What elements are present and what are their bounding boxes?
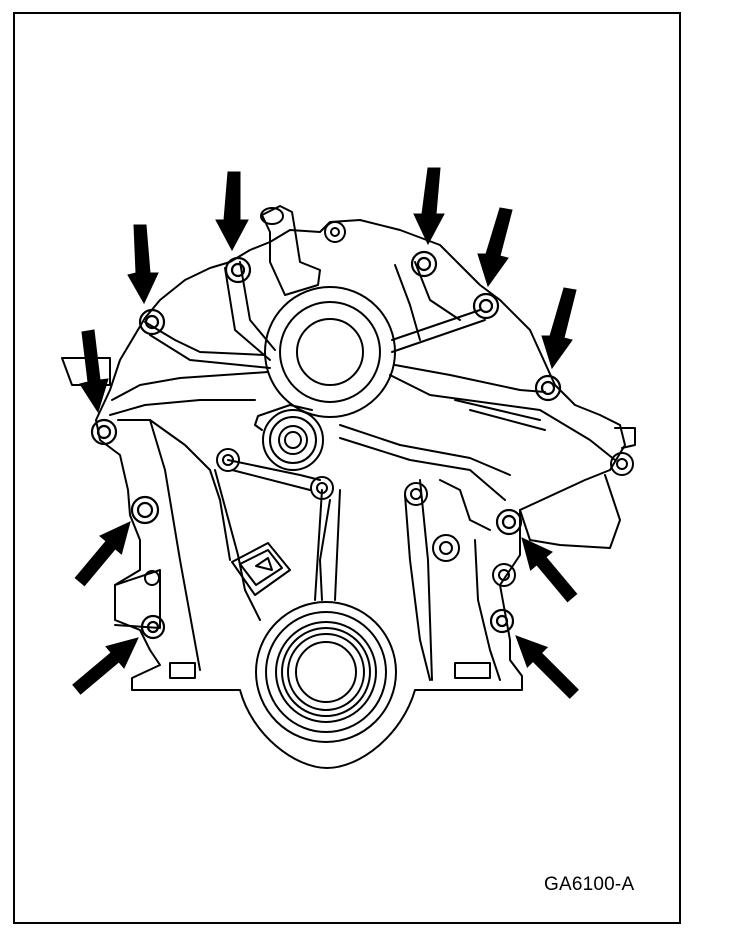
arrow-6 (79, 329, 109, 414)
bolt-hole-8 (495, 508, 523, 536)
boss-left (216, 448, 240, 472)
arrow-7 (74, 521, 131, 587)
crank-seal-ring (275, 621, 377, 723)
bolt-hole-6 (90, 418, 118, 446)
boss-far-right (610, 452, 634, 476)
cover-outline (95, 219, 626, 769)
small-pulley-outer (262, 409, 324, 471)
diamond-boss (231, 542, 291, 596)
bolt-hole-7 (130, 495, 160, 525)
lower-left-bracket (114, 569, 161, 629)
boss-lower-right (432, 534, 460, 562)
arrow-1 (215, 171, 249, 252)
figure-frame (13, 12, 681, 924)
bolt-hole-4 (472, 292, 500, 320)
arrow-8 (521, 537, 578, 603)
figure-id-label: GA6100-A (544, 874, 635, 895)
bolt-hole-5 (534, 374, 562, 402)
bolt-hole-10 (489, 608, 515, 634)
right-tab (614, 427, 636, 449)
bolt-hole-1 (224, 256, 252, 284)
boss-top (324, 221, 346, 243)
boss-right (404, 482, 428, 506)
crank-seal-outer (255, 601, 397, 743)
arrow-4 (477, 207, 513, 288)
arrow-3 (413, 167, 445, 246)
bolt-hole-9 (140, 614, 166, 640)
bolt-hole-2 (138, 308, 166, 336)
boss-center (310, 476, 334, 500)
arrow-5 (541, 287, 577, 370)
arrow-2 (127, 224, 159, 305)
arrow-9 (72, 637, 139, 695)
bolt-hole-3 (410, 250, 438, 278)
water-pump-outer (264, 286, 396, 418)
water-pump-shaft (296, 318, 364, 386)
arrow-10 (515, 635, 579, 699)
water-outlet (261, 205, 321, 296)
rib-upper-right (391, 309, 481, 341)
